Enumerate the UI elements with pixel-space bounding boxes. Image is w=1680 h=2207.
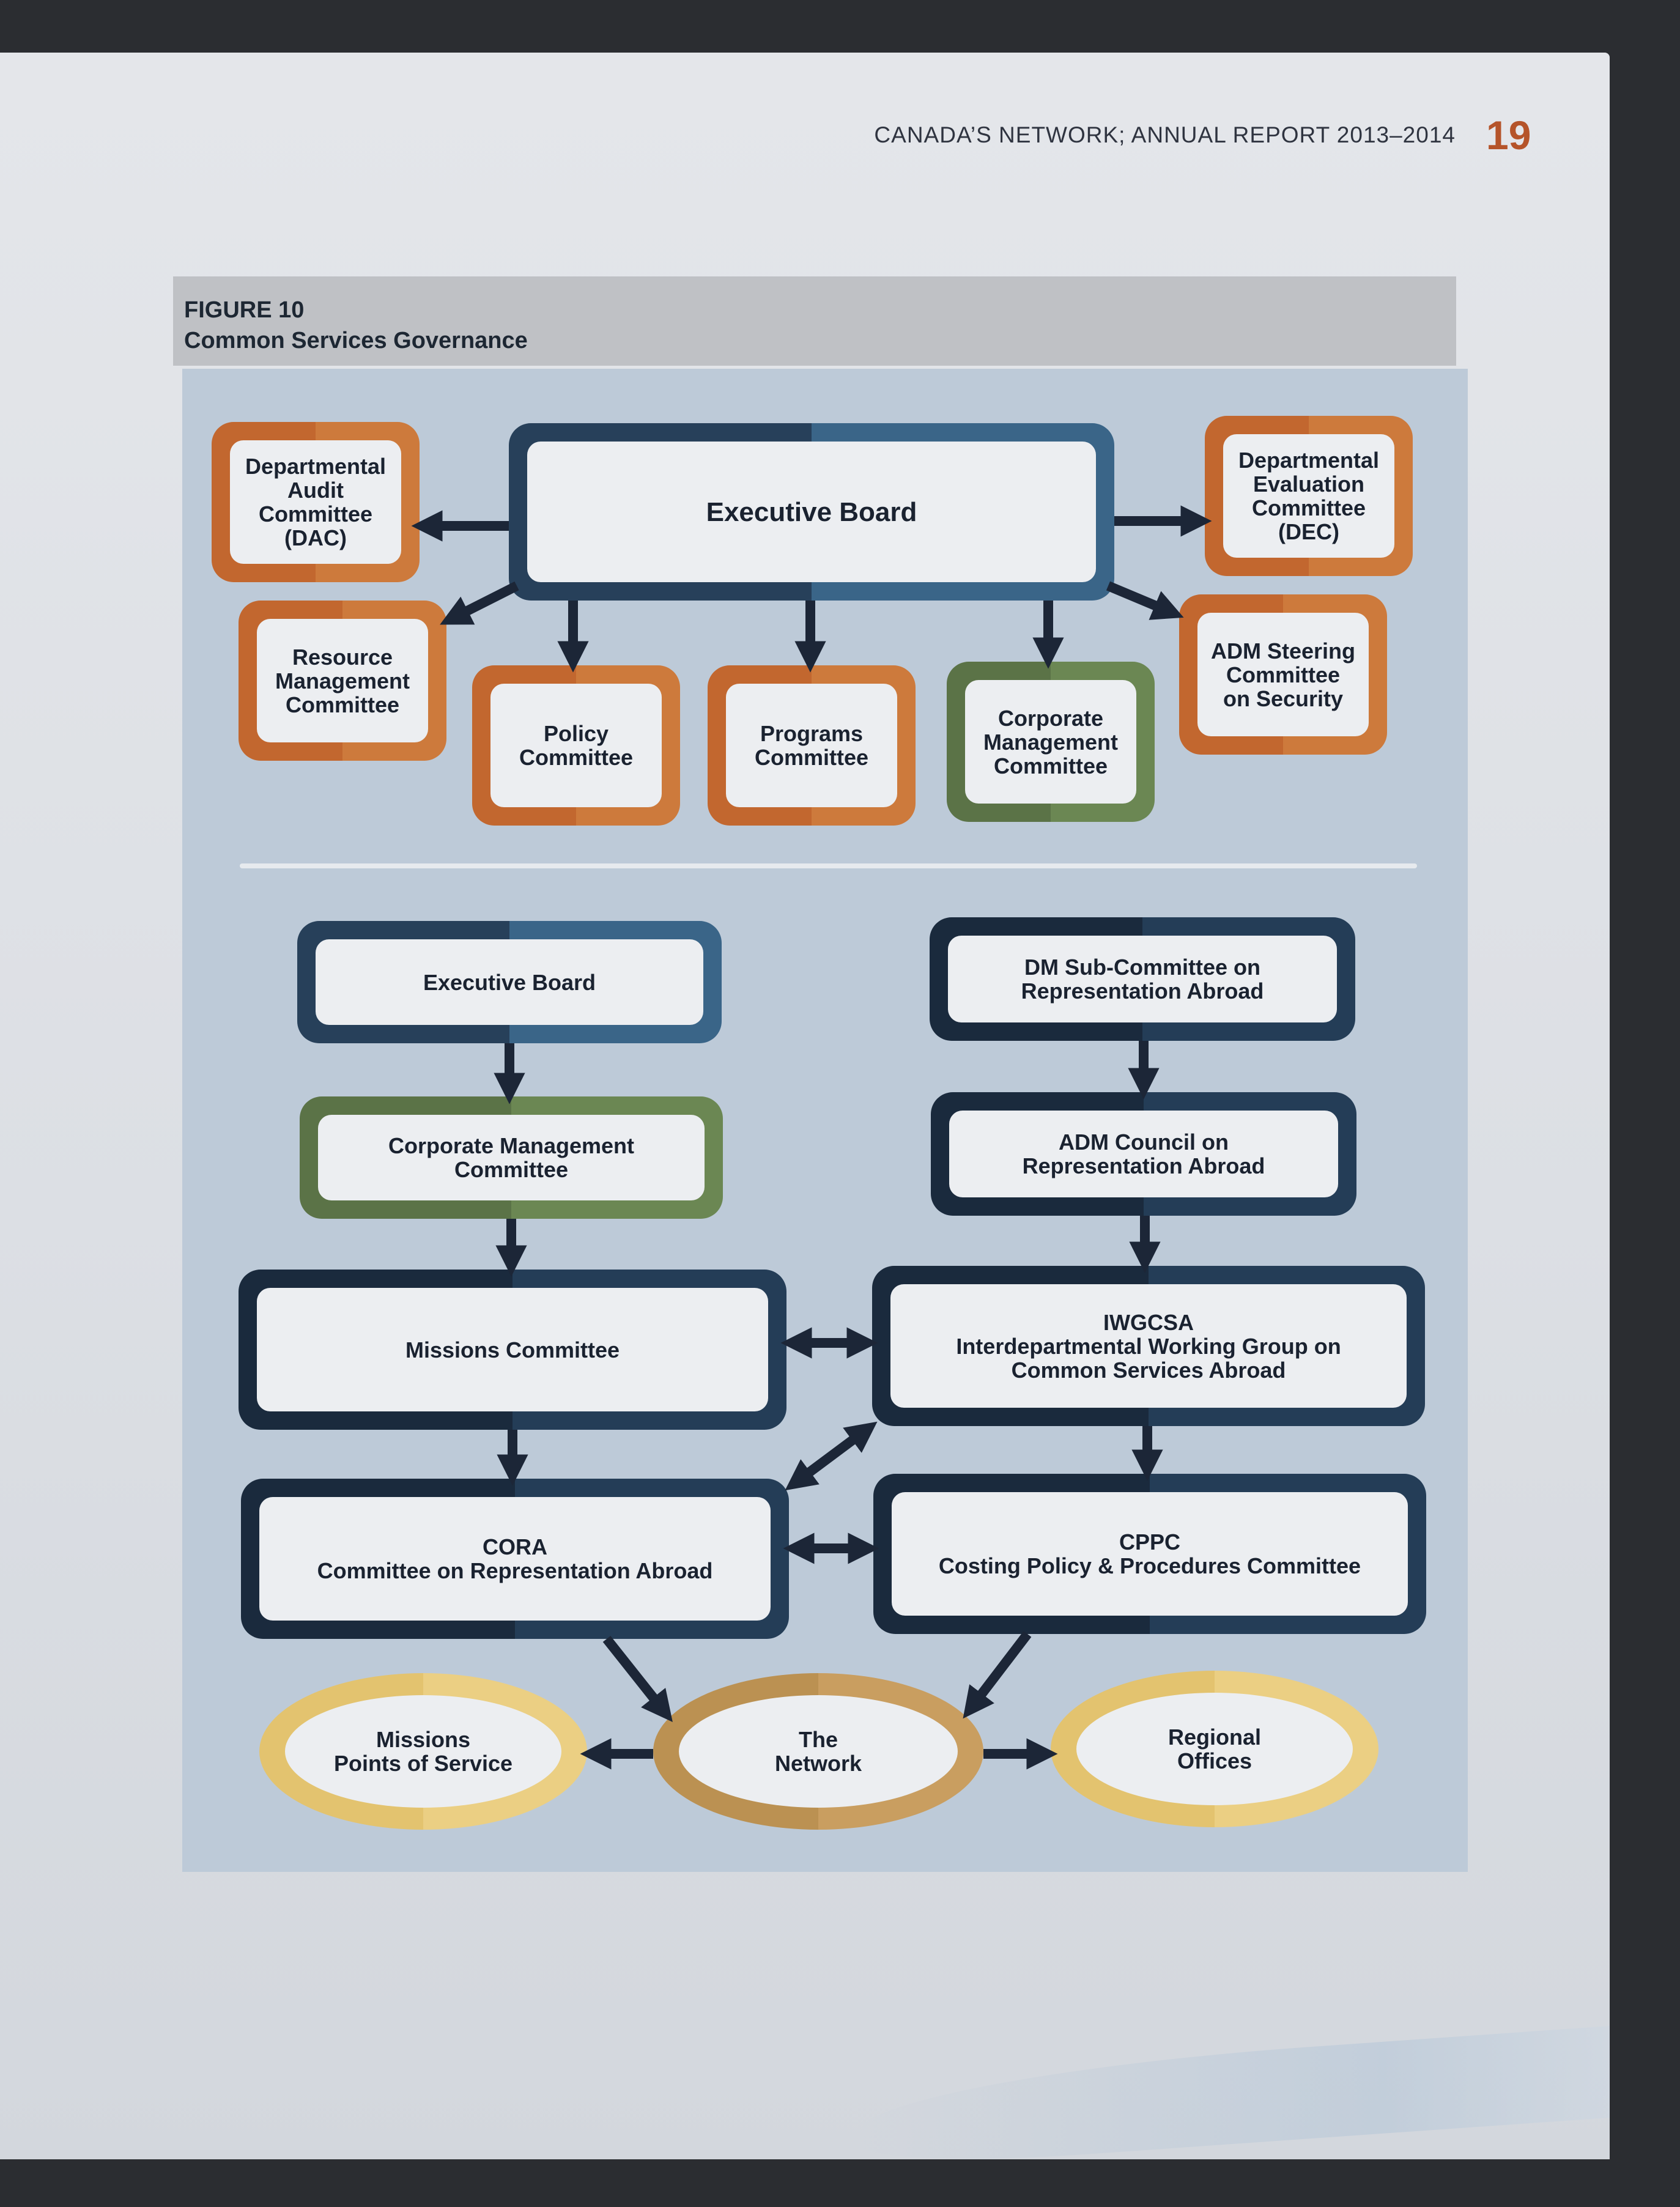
figure-title: Common Services Governance	[184, 328, 528, 353]
top-executive-board-node: Executive Board	[509, 423, 1114, 601]
cora-node: CORA Committee on Representation Abroad	[241, 1479, 789, 1639]
adm-security-node: ADM Steering Committee on Security	[1179, 594, 1387, 755]
policy-committee-node: Policy Committee	[472, 665, 680, 826]
dac-label: Departmental Audit Committee (DAC)	[245, 454, 387, 550]
bottom-executive-board-label: Executive Board	[423, 969, 596, 995]
iwgcsa-label: IWGCSA Interdepartmental Working Group o…	[956, 1309, 1341, 1383]
running-header: CANADA’S NETWORK; ANNUAL REPORT 2013–201…	[874, 122, 1456, 147]
figure-caption-bar: FIGURE 10 Common Services Governance	[173, 276, 1456, 366]
dm-subcommittee-label: DM Sub-Committee on Representation Abroa…	[1021, 955, 1264, 1004]
dm-subcommittee-node: DM Sub-Committee on Representation Abroa…	[930, 917, 1355, 1041]
top-executive-board-label: Executive Board	[706, 497, 917, 527]
cora-label: CORA Committee on Representation Abroad	[317, 1534, 713, 1583]
programs-committee-node: Programs Committee	[708, 665, 916, 826]
regional-offices-label: Regional Offices	[1167, 1725, 1261, 1773]
adm-council-node: ADM Council on Representation Abroad	[931, 1092, 1356, 1216]
dec-label: Departmental Evaluation Committee (DEC)	[1238, 448, 1380, 544]
adm-security-label: ADM Steering Committee on Security	[1210, 638, 1356, 711]
dac-node: Departmental Audit Committee (DAC)	[212, 422, 420, 582]
the-network-label: The Network	[774, 1727, 862, 1776]
missions-points-of-service-node: Missions Points of Service	[259, 1673, 587, 1830]
missions-committee-label: Missions Committee	[405, 1337, 620, 1362]
programs-committee-label: Programs Committee	[754, 721, 869, 770]
policy-committee-label: Policy Committee	[519, 721, 634, 770]
missions-points-of-service-label: Missions Points of Service	[333, 1727, 513, 1776]
resource-management-node: Resource Management Committee	[239, 601, 446, 761]
missions-committee-node: Missions Committee	[239, 1270, 786, 1430]
bottom-corporate-management-label: Corporate Management Committee	[388, 1133, 635, 1182]
section-divider	[240, 863, 1417, 868]
adm-council-label: ADM Council on Representation Abroad	[1022, 1129, 1265, 1178]
decorative-swoosh	[856, 2025, 1610, 2171]
figure-label: FIGURE 10	[184, 297, 305, 323]
iwgcsa-node: IWGCSA Interdepartmental Working Group o…	[872, 1266, 1425, 1426]
dec-node: Departmental Evaluation Committee (DEC)	[1205, 416, 1413, 576]
regional-offices-node: Regional Offices	[1051, 1671, 1378, 1827]
cppc-node: CPPC Costing Policy & Procedures Committ…	[873, 1474, 1426, 1634]
the-network-node: The Network	[653, 1673, 983, 1830]
bottom-corporate-management-node: Corporate Management Committee	[300, 1096, 723, 1219]
top-corporate-management-node: Corporate Management Committee	[947, 662, 1155, 822]
bottom-executive-board-node: Executive Board	[297, 921, 722, 1043]
top-corporate-management-label: Corporate Management Committee	[983, 705, 1119, 778]
page-number: 19	[1486, 113, 1531, 158]
cppc-label: CPPC Costing Policy & Procedures Committ…	[938, 1529, 1361, 1578]
resource-management-label: Resource Management Committee	[275, 644, 410, 717]
